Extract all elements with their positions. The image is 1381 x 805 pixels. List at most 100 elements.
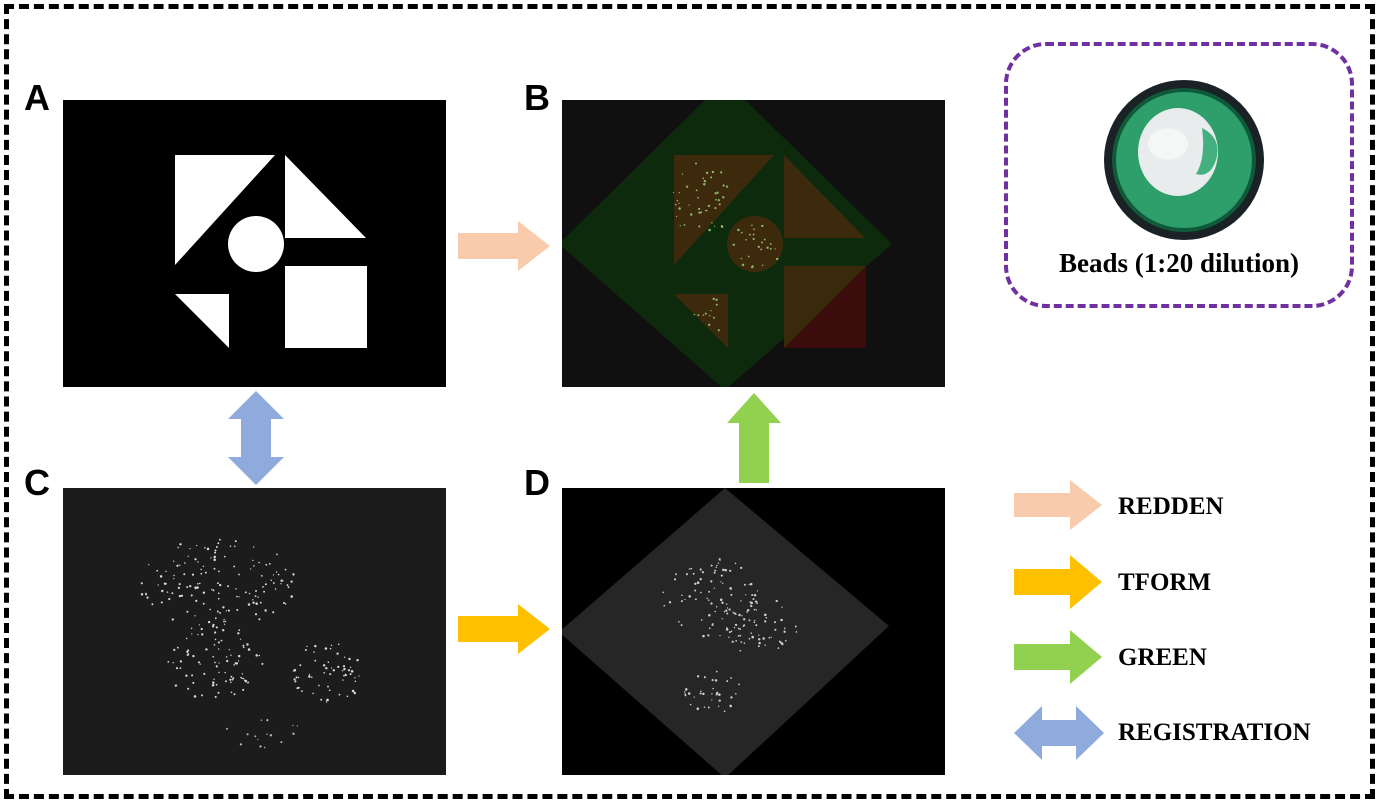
legend-registration-arrow [1014,706,1104,760]
bead-dot [694,589,697,592]
bead-dot [292,670,294,672]
legend-tform-arrow [1014,555,1102,609]
bead-dot [702,634,705,638]
bead-dot [165,582,167,585]
bead-dot [766,246,769,249]
mask-circle [228,216,284,272]
bead-dot [222,606,225,609]
bead-dot [707,634,710,637]
bead-dot [173,560,175,562]
bead-dot [725,185,729,188]
bead-dot [187,555,189,557]
bead-dot [770,636,772,638]
bead-dot [719,598,723,602]
bead-dot [280,583,282,585]
bead-dot [277,573,280,576]
bead-dot [183,573,186,576]
bead-dot [233,693,236,696]
bead-dot [246,733,249,736]
bead-dot [743,624,746,627]
bead-dot [268,563,271,565]
mask-square [285,266,367,348]
bead-dot [698,211,701,214]
bead-dot [197,633,199,636]
bead-dot [354,677,356,679]
bead-dot [696,675,700,678]
bead-dot [193,695,197,698]
bead-dot [702,177,705,180]
bead-dot [714,207,717,210]
bead-dot [730,677,732,679]
bead-dot [189,547,191,550]
bead-dot [685,185,689,188]
panel-label-b: B [524,77,550,118]
legend-registration-label: REGISTRATION [1118,719,1311,746]
bead-dot [157,584,159,586]
bead-dot [752,237,755,241]
bead-dot [783,627,786,630]
bead-dot [753,228,755,231]
bead-dot [722,196,725,199]
bead-dot [715,606,718,608]
bead-dot [177,546,179,549]
bead-dot [224,671,226,674]
bead-dot [337,643,340,646]
bead-dot [714,569,717,572]
bead-dot [690,567,693,570]
bead-dot [195,599,198,603]
bead-dot [711,699,713,701]
bead-dot [735,693,737,695]
bead-dot [252,559,254,562]
bead-dot [322,664,326,667]
bead-dot [718,693,721,696]
bead-dot [726,612,729,615]
bead-dot [215,626,218,629]
bead-dot [746,608,750,612]
bead-dot [711,170,715,174]
bead-dot [723,610,726,613]
bead-dot [240,676,242,679]
bead-dot [737,228,740,232]
bead-dot [755,600,758,603]
bead-dot [284,568,287,571]
bead-dot [687,692,691,695]
bead-dot [197,661,201,664]
bead-dot [756,602,758,605]
bead-dot [290,580,293,583]
bead-dot [163,582,166,585]
bead-dot [311,676,313,679]
bead-dot [323,671,326,674]
bead-dot [200,627,203,631]
bead-dot [715,198,717,201]
bead-dot [178,583,181,586]
bead-dot [741,615,743,617]
bead-dot [714,679,718,682]
bead-dot [213,567,216,570]
bead-dot [258,561,260,564]
bead-dot [237,654,241,658]
redden-flow-arrow [458,221,550,271]
bead-dot [330,667,333,669]
mask-triangle-bottom-left [175,294,229,348]
bead-dot [211,684,215,687]
bead-dot [684,694,687,697]
bead-dot [715,693,718,696]
bead-dot [713,571,716,574]
bead-dot [751,593,754,597]
bead-dot [214,617,217,620]
bead-dot [715,303,718,306]
bead-dot [730,588,732,590]
bead-dot [332,669,335,672]
bead-dot [226,727,228,730]
beads-dish-photo [1104,80,1264,240]
bead-dot [705,171,709,175]
bead-dot [199,663,201,665]
bead-dot [248,592,251,595]
bead-dot [663,604,666,607]
bead-dot [237,632,240,635]
bead-dot [320,698,323,701]
bead-dot [214,695,217,698]
bead-dot [260,574,263,577]
bead-dot [299,664,302,667]
bead-dot [200,572,203,575]
